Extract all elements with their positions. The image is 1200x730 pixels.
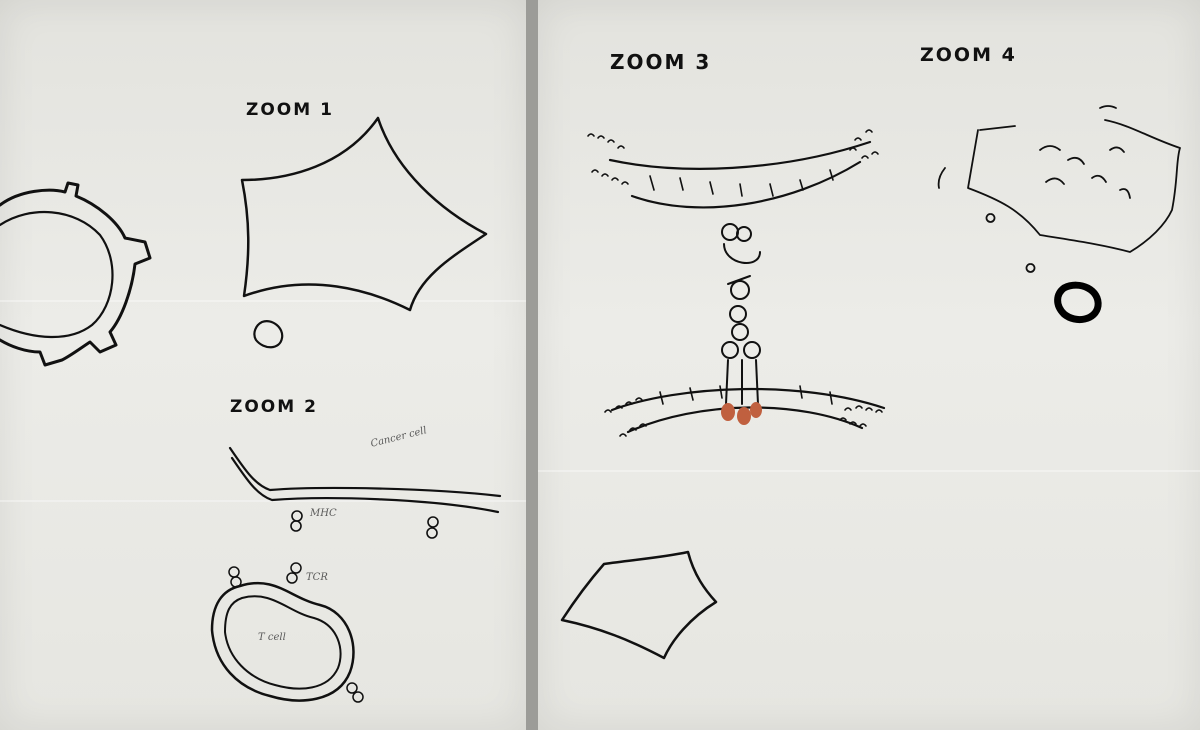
t-cell-note: T cell (258, 632, 286, 643)
membrane-sketch-icon (608, 140, 886, 434)
star-cell-sketch-icon (560, 550, 718, 660)
receptor-sketch-icon (290, 510, 439, 539)
mhc-note: MHC (310, 508, 337, 519)
zoom-3-label: ZOOM 3 (610, 50, 712, 74)
paper-fold (0, 500, 526, 502)
bold-ring-sketch-icon (1054, 281, 1102, 324)
zoom-4-label: ZOOM 4 (920, 44, 1017, 66)
zoom-1-label: ZOOM 1 (246, 100, 334, 120)
membrane-sketch-icon (228, 446, 502, 514)
small-blob-sketch-icon (253, 320, 284, 349)
receptor-sketch-icon (228, 562, 364, 703)
cell-ring-sketch-icon (0, 181, 152, 367)
paper-fold (538, 470, 1200, 472)
sheet-gap (526, 0, 538, 730)
tcr-note: TCR (306, 572, 328, 583)
flipchart-sheet-left (0, 0, 526, 730)
scribble-cloud-sketch-icon (937, 105, 1181, 273)
zoom-2-label: ZOOM 2 (230, 397, 318, 417)
red-ligand-sketch (721, 402, 762, 425)
flipchart-sheet-right (538, 0, 1200, 730)
star-cell-sketch-icon (240, 116, 488, 312)
receptor-sketch-icon (721, 223, 761, 405)
paper-fold (0, 300, 526, 302)
t-cell-sketch-icon (210, 581, 355, 702)
membrane-dots-sketch (587, 129, 883, 437)
